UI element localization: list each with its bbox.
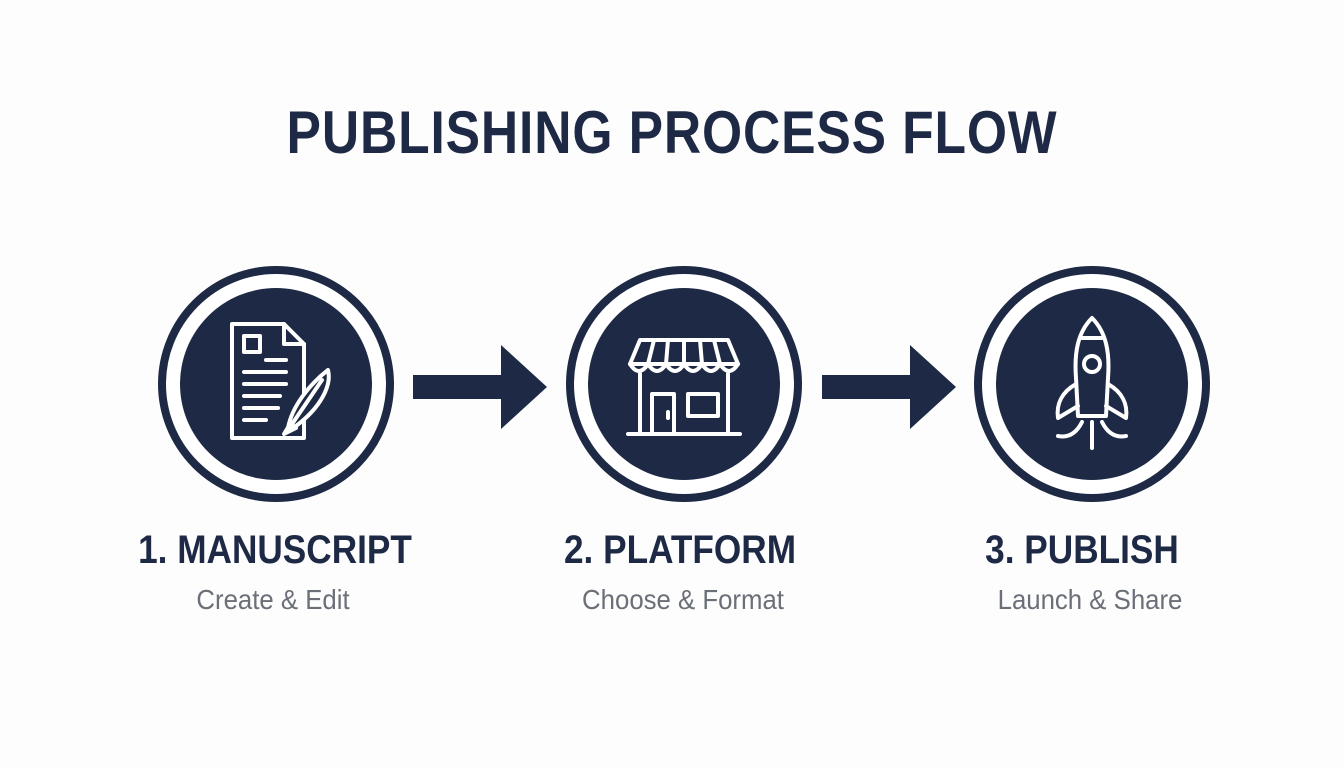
step-3-title: 3. PUBLISH (985, 528, 1179, 572)
document-quill-icon (230, 322, 331, 440)
arrow-icon (413, 345, 547, 429)
step-2-title: 2. PLATFORM (563, 528, 797, 572)
step-1-subtitle: Create & Edit (196, 584, 350, 615)
page-title: PUBLISHING PROCESS FLOW (286, 99, 1058, 166)
step-2-subtitle: Choose & Format (582, 584, 784, 615)
step-platform-circle (566, 266, 802, 502)
storefront-icon (626, 338, 742, 436)
step-manuscript-circle (158, 266, 394, 502)
rocket-icon (1055, 316, 1129, 450)
step-publish-circle (974, 266, 1210, 502)
step-1-title: 1. MANUSCRIPT (138, 528, 412, 572)
arrow-icon (822, 345, 956, 429)
step-3-subtitle: Launch & Share (997, 584, 1183, 615)
